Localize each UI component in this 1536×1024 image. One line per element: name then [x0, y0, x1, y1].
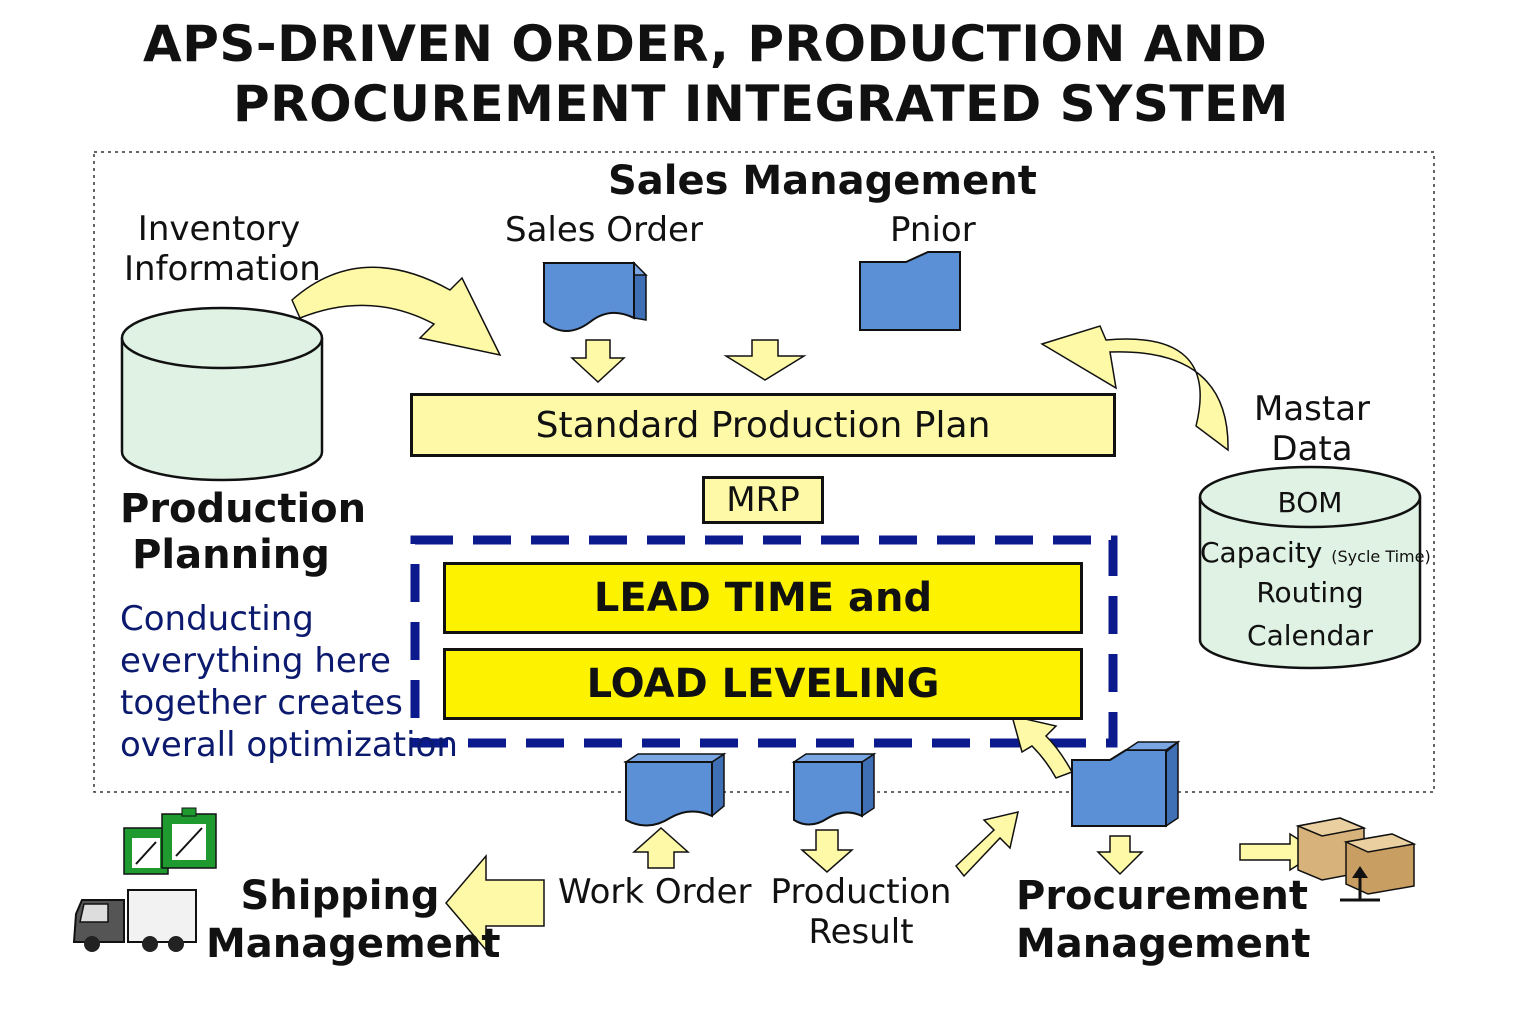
- inventory-info-label: Inventory Information: [124, 209, 321, 289]
- down-arrow-sales-order: [570, 339, 626, 384]
- master-data-database-icon: [1198, 465, 1422, 670]
- procurement-management-label: Procurement Management: [1016, 872, 1311, 968]
- down-arrow-production-result: [800, 829, 854, 873]
- master-data-line1: Mastar: [1253, 389, 1371, 429]
- down-arrow-prior: [723, 339, 807, 381]
- production-result-document-icon: [791, 752, 877, 826]
- load-leveling-box: LOAD LEVELING: [443, 648, 1083, 720]
- production-result-line2: Result: [808, 912, 914, 952]
- procurement-feedback-arrow: [1010, 714, 1074, 779]
- work-order-label: Work Order: [558, 872, 752, 912]
- master-data-label: Mastar Data: [1250, 389, 1374, 469]
- truck-icon: [72, 889, 197, 952]
- clipboard-icon: [123, 807, 217, 875]
- down-arrow-procurement: [1096, 835, 1144, 876]
- diagonal-arrow-procurement: [954, 810, 1019, 878]
- shipping-line2: Management: [206, 921, 501, 967]
- lead-time-box: LEAD TIME and: [443, 562, 1083, 634]
- optimization-frame: [410, 535, 1118, 748]
- standard-production-plan-box: Standard Production Plan: [410, 393, 1116, 457]
- procurement-line2: Management: [1016, 921, 1311, 967]
- inventory-info-line1: Inventory: [137, 209, 301, 249]
- shipping-line1: Shipping: [240, 873, 440, 919]
- page-title-line1: APS-DRIVEN ORDER, PRODUCTION AND: [143, 15, 1268, 73]
- master-capacity-text: Capacity: [1200, 536, 1323, 569]
- inventory-info-line2: Information: [124, 249, 321, 289]
- optimization-note: Conducting everything here together crea…: [120, 598, 458, 766]
- sales-order-label: Sales Order: [505, 210, 703, 250]
- procurement-folder-icon: [1071, 740, 1181, 828]
- shipping-arrow: [445, 853, 545, 953]
- note-line: together creates: [120, 683, 403, 723]
- note-line: everything here: [120, 641, 391, 681]
- master-data-line2: Data: [1271, 429, 1353, 469]
- sales-order-document-icon: [542, 261, 648, 332]
- procurement-line1: Procurement: [1016, 873, 1308, 919]
- page-title-line2: PROCUREMENT INTEGRATED SYSTEM: [233, 75, 1289, 133]
- production-planning-line2: Planning: [132, 532, 330, 578]
- shipping-management-label: Shipping Management: [206, 872, 501, 968]
- production-planning-label: Production Planning: [120, 486, 367, 578]
- note-line: Conducting: [120, 599, 314, 639]
- prior-label: Pnior: [890, 210, 976, 250]
- master-capacity: Capacity (Sycle Time): [1200, 536, 1431, 574]
- inventory-arrow: [291, 266, 502, 357]
- production-planning-line1: Production: [120, 486, 367, 532]
- production-result-label: Production Result: [770, 872, 952, 952]
- master-routing: Routing: [1256, 576, 1364, 609]
- system-boundary: [93, 151, 1435, 793]
- master-data-arrow: [1040, 325, 1229, 452]
- mrp-box: MRP: [702, 476, 824, 524]
- note-line: overall optimization: [120, 725, 458, 765]
- up-arrow-work-order: [632, 826, 690, 869]
- sales-management-heading: Sales Management: [608, 158, 1037, 204]
- master-calendar: Calendar: [1247, 619, 1373, 652]
- prior-folder-icon: [859, 251, 961, 331]
- master-bom: BOM: [1277, 486, 1343, 519]
- cardboard-boxes-icon: [1295, 817, 1417, 902]
- inventory-database-icon: [120, 306, 324, 482]
- work-order-document-icon: [623, 752, 727, 827]
- master-capacity-note: (Sycle Time): [1331, 547, 1431, 566]
- production-result-line1: Production: [770, 872, 952, 912]
